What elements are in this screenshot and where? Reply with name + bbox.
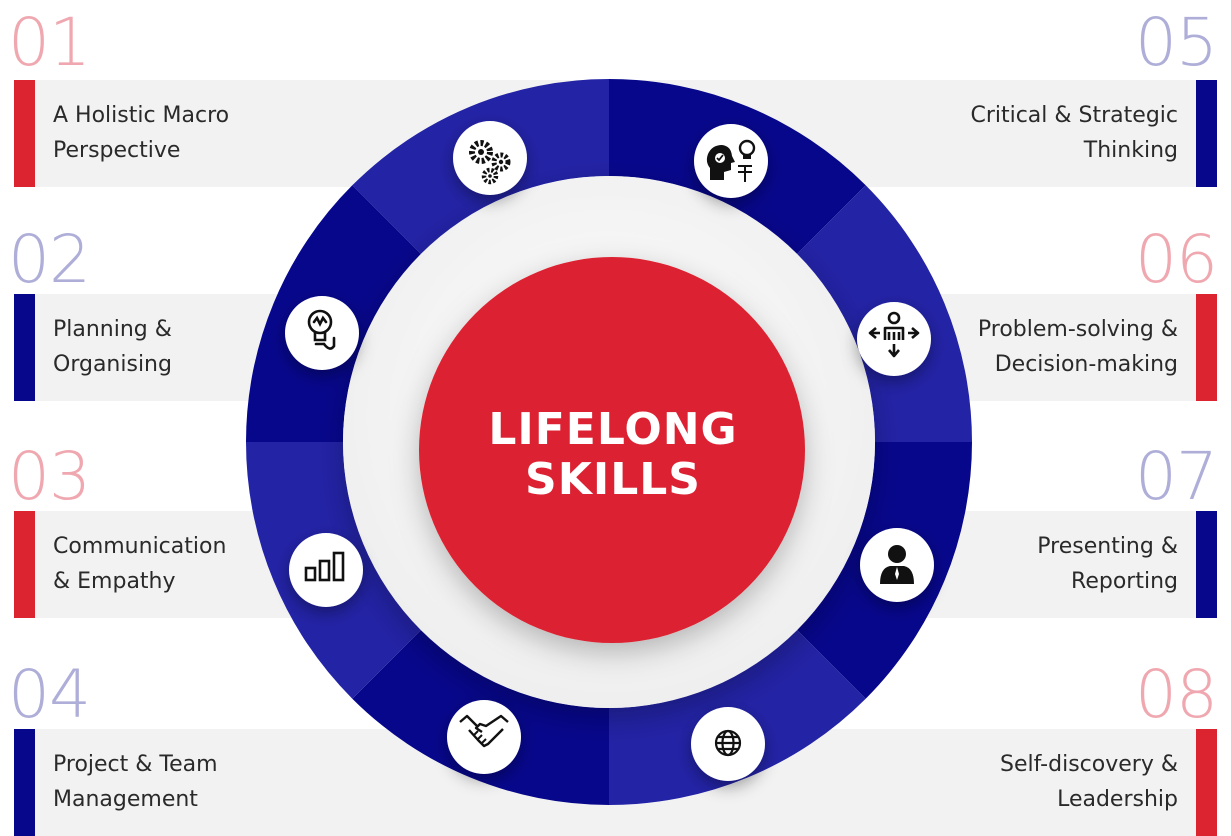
accent-bar (1196, 511, 1217, 618)
skill-number-03: 03 (8, 438, 91, 515)
accent-bar (14, 80, 35, 187)
accent-bar (1196, 294, 1217, 401)
accent-bar (14, 294, 35, 401)
skill-number-01: 01 (8, 4, 91, 81)
icon-bubble-03 (289, 533, 363, 607)
skill-number-07: 07 (1135, 438, 1218, 515)
accent-bar (14, 511, 35, 618)
globe-icon (714, 729, 742, 757)
skill-label-06: Problem-solving &Decision-making (977, 317, 1178, 377)
icon-bubble-02 (285, 296, 359, 370)
center-red-circle (419, 257, 805, 643)
icon-bubble-05 (694, 124, 768, 198)
icon-bubble-04 (447, 700, 521, 774)
accent-bar (1196, 729, 1217, 836)
center-title: LIFELONG SKILLS (458, 405, 768, 505)
gears-icon (469, 140, 511, 185)
head-idea-icon (706, 139, 756, 182)
skill-label-03: Communication& Empathy (53, 534, 227, 594)
skill-number-05: 05 (1135, 4, 1218, 81)
handshake-icon (459, 714, 509, 748)
icon-bubble-01 (453, 121, 527, 195)
skill-number-08: 08 (1135, 656, 1218, 733)
presenter-icon (880, 545, 914, 584)
skill-number-02: 02 (8, 221, 91, 298)
decision-arrows-icon (868, 311, 920, 358)
skill-label-08: Self-discovery &Leadership (1000, 752, 1178, 812)
accent-bar (1196, 80, 1217, 187)
skill-label-07: Presenting &Reporting (1037, 534, 1178, 594)
center-title-line2: SKILLS (525, 454, 701, 505)
accent-bar (14, 729, 35, 836)
skill-number-04: 04 (8, 656, 91, 733)
icon-bubble-07 (860, 528, 934, 602)
skill-label-02: Planning &Organising (53, 317, 172, 377)
center-title-line1: LIFELONG (488, 404, 738, 455)
bar-chart-icon (304, 551, 345, 582)
icon-bubble-06 (857, 302, 931, 376)
skill-number-06: 06 (1135, 221, 1218, 298)
lightbulb-icon (307, 309, 336, 350)
icon-bubble-08 (691, 707, 765, 781)
